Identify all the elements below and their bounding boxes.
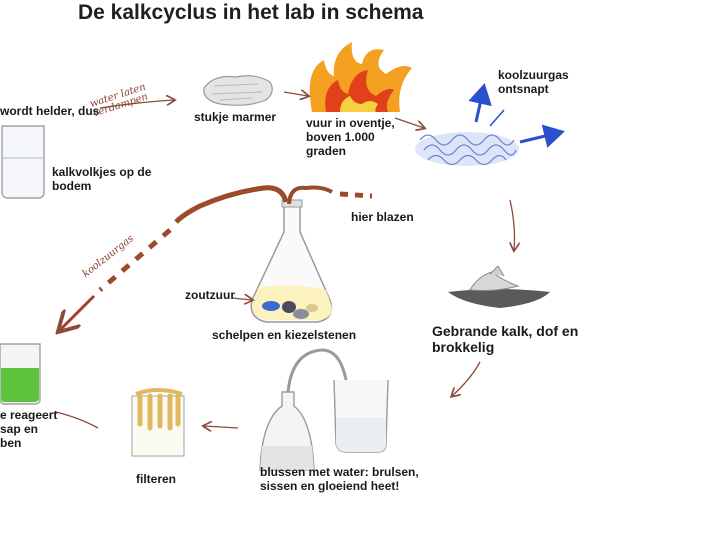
label-quicklime: Gebrande kalk, dof en brokkelig [432,323,579,355]
label-marble: stukje marmer [194,110,277,124]
blow-tube-illustration [287,185,373,205]
co2-gas-illustration [415,132,519,166]
cycle-arrows [55,92,515,428]
gas-tube-illustration [60,185,289,330]
label-reacts: e reageert sap en ben [0,408,58,450]
label-hydrochloric-acid: zoutzuur [185,288,235,302]
label-blow-here: hier blazen [351,210,414,224]
label-slaking: blussen met water: brulsen, sissen en gl… [260,465,419,493]
slaking-setup-illustration [259,348,389,471]
marble-illustration [203,75,273,106]
flame-illustration [309,42,412,112]
green-beaker-illustration [0,343,41,405]
page-title: De kalkcyclus in het lab in schema [78,1,424,24]
clear-beaker-illustration [1,125,45,199]
label-shells-pebbles: schelpen en kiezelstenen [212,328,357,342]
co2-escape-arrows [468,83,565,148]
label-fire: vuur in oventje, boven 1.000 graden [306,116,395,158]
label-lime-flakes: kalkvolkjes op de bodem [52,165,152,193]
filter-tubes-illustration [131,388,185,457]
label-becomes-clear: wordt helder, dus [0,104,100,118]
label-filter: filteren [136,472,177,486]
label-co2-escapes: koolzuurgas ontsnapt [498,68,569,96]
flask-illustration [250,199,333,323]
quicklime-dish-illustration [448,265,550,308]
